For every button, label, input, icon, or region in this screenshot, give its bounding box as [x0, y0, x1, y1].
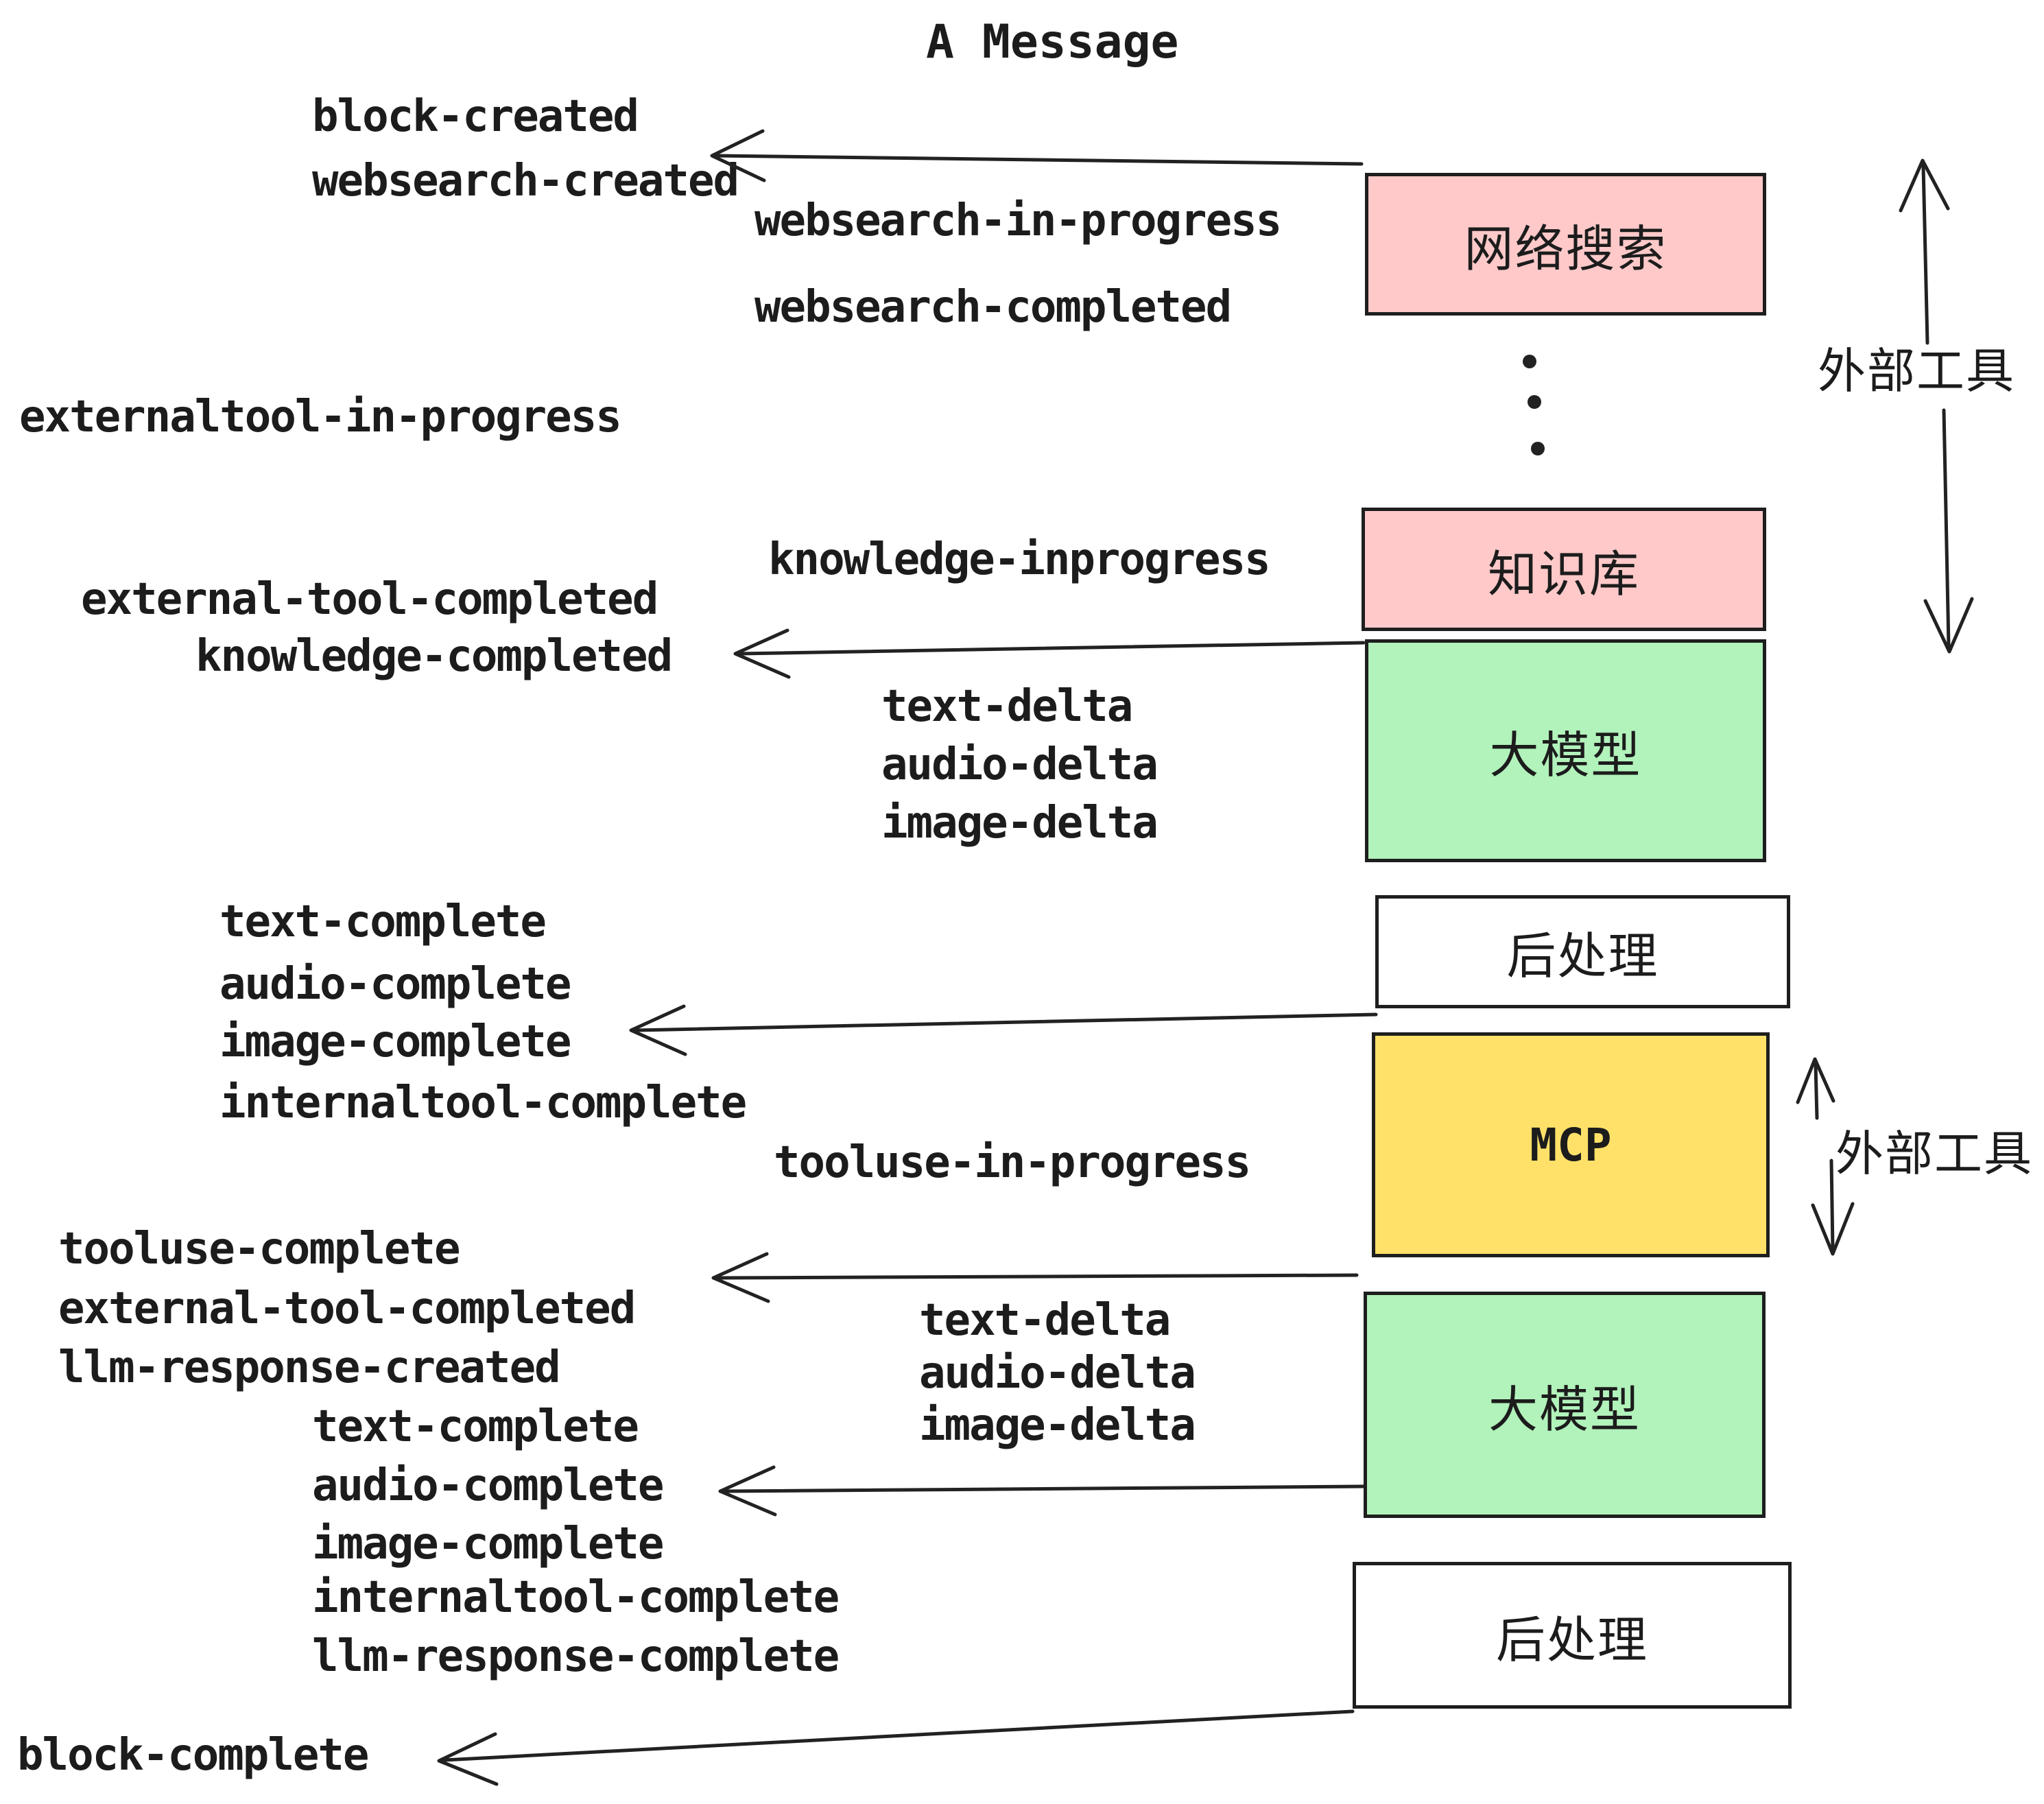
arrow-internal-complete: [629, 1004, 1378, 1056]
box-postprocess-2-label: 后处理: [1495, 1613, 1648, 1668]
external-tools-label-mid: 外部工具: [1835, 1127, 2033, 1180]
event-external-tool-completed: external-tool-completed: [81, 574, 658, 625]
event-tooluse-in-progress: tooluse-in-progress: [774, 1137, 1251, 1188]
arrow-external-tools-up-2: [1796, 1057, 1835, 1120]
arrow-websearch-created: [710, 129, 1364, 182]
event-tooluse-complete: tooluse-complete: [58, 1224, 460, 1274]
event-websearch-created: websearch-created: [312, 156, 739, 206]
box-mcp-label: MCP: [1530, 1118, 1612, 1172]
event-internaltool-complete-1: internaltool-complete: [219, 1078, 747, 1128]
event-image-delta-1: image-delta: [881, 798, 1158, 848]
event-block-complete: block-complete: [17, 1730, 369, 1781]
arrow-knowledge-completed: [733, 628, 1366, 679]
event-text-complete-1: text-complete: [219, 897, 547, 947]
box-llm-1-label: 大模型: [1489, 728, 1642, 783]
event-image-delta-2: image-delta: [919, 1400, 1196, 1451]
box-postprocess-2: 后处理: [1353, 1562, 1792, 1709]
event-audio-delta-1: audio-delta: [881, 739, 1158, 790]
box-llm-2: 大模型: [1364, 1292, 1766, 1518]
arrow-block-complete: [437, 1709, 1355, 1786]
box-knowledge-base-label: 知识库: [1487, 547, 1640, 602]
external-tools-label-top: 外部工具: [1818, 344, 2015, 398]
event-image-complete-2: image-complete: [312, 1519, 664, 1569]
box-llm-2-label: 大模型: [1488, 1382, 1641, 1438]
event-block-created: block-created: [312, 91, 639, 142]
event-internaltool-complete-2: internaltool-complete: [312, 1572, 840, 1623]
event-knowledge-completed: knowledge-completed: [195, 631, 673, 682]
event-text-complete-2: text-complete: [312, 1401, 639, 1452]
box-web-search-label: 网络搜索: [1464, 222, 1667, 277]
event-text-delta-2: text-delta: [919, 1295, 1171, 1346]
event-external-tool-completed-2: external-tool-completed: [58, 1283, 636, 1334]
event-image-complete-1: image-complete: [219, 1017, 571, 1067]
box-web-search: 网络搜索: [1365, 173, 1766, 316]
diagram-title: A Message: [926, 15, 1179, 69]
box-postprocess-1: 后处理: [1375, 895, 1790, 1008]
event-externaltool-in-progress: externaltool-in-progress: [19, 392, 622, 442]
arrow-llm-complete: [718, 1465, 1366, 1517]
box-knowledge-base: 知识库: [1362, 508, 1766, 631]
event-llm-response-created: llm-response-created: [58, 1342, 561, 1393]
ellipsis-dots: [1523, 355, 1545, 455]
box-postprocess-1-label: 后处理: [1506, 929, 1659, 984]
arrow-external-tools-down-1: [1923, 408, 1974, 654]
event-audio-delta-2: audio-delta: [919, 1348, 1196, 1399]
event-knowledge-inprogress: knowledge-inprogress: [768, 534, 1271, 585]
box-llm-1: 大模型: [1365, 639, 1766, 862]
arrow-external-tools-up-1: [1899, 158, 1950, 345]
event-llm-response-complete: llm-response-complete: [312, 1631, 840, 1682]
event-websearch-completed: websearch-completed: [754, 282, 1232, 333]
event-websearch-in-progress: websearch-in-progress: [754, 195, 1282, 246]
event-audio-complete-2: audio-complete: [312, 1460, 664, 1511]
event-audio-complete-1: audio-complete: [219, 959, 571, 1010]
arrow-tooluse-complete: [711, 1252, 1359, 1303]
box-mcp: MCP: [1372, 1032, 1770, 1257]
event-text-delta-1: text-delta: [881, 681, 1133, 732]
